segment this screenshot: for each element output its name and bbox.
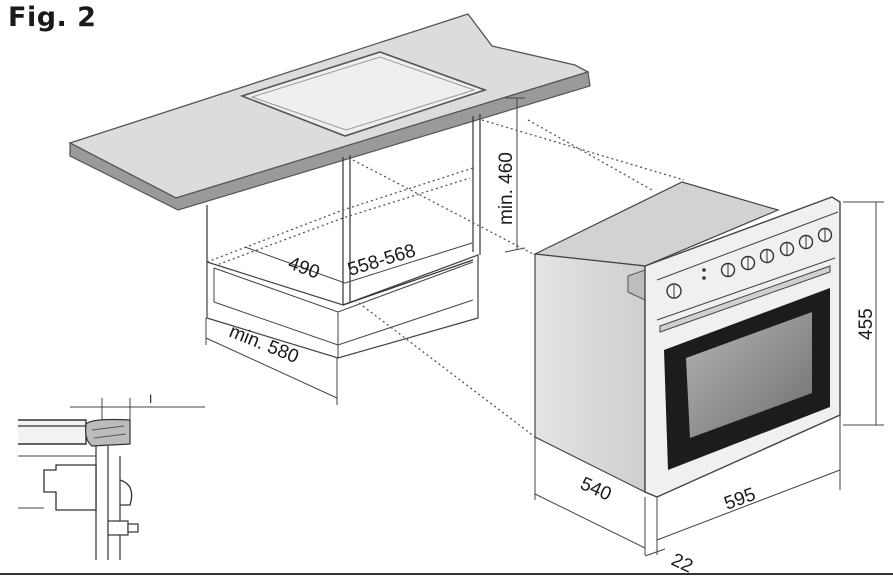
detail-gap-label: I [149,392,152,406]
front-offset-label: 22 [668,549,696,576]
oven-depth-label: 540 [577,473,615,505]
indicator-icon [702,268,706,272]
cutout-depth-label: 490 [285,253,322,284]
oven [532,181,841,498]
cutout-height-label: min. 460 [496,152,517,225]
indicator-icon [702,276,706,280]
projection-lines [352,119,685,438]
oven-window-glass [686,312,812,438]
control-knobs [666,227,833,299]
detail-seal [85,418,131,447]
oven-height-label: 455 [856,308,877,340]
detail-view: I [18,392,205,560]
counter-top [68,13,591,211]
oven-handle [659,265,831,333]
cabinet-frame [206,114,481,359]
figure-title: Fig. 2 [8,2,97,33]
oven-width-label: 595 [722,484,759,515]
counter-top-edge [69,71,591,211]
screw-icon [107,520,129,536]
cutout-width-label: 558-568 [345,240,418,280]
